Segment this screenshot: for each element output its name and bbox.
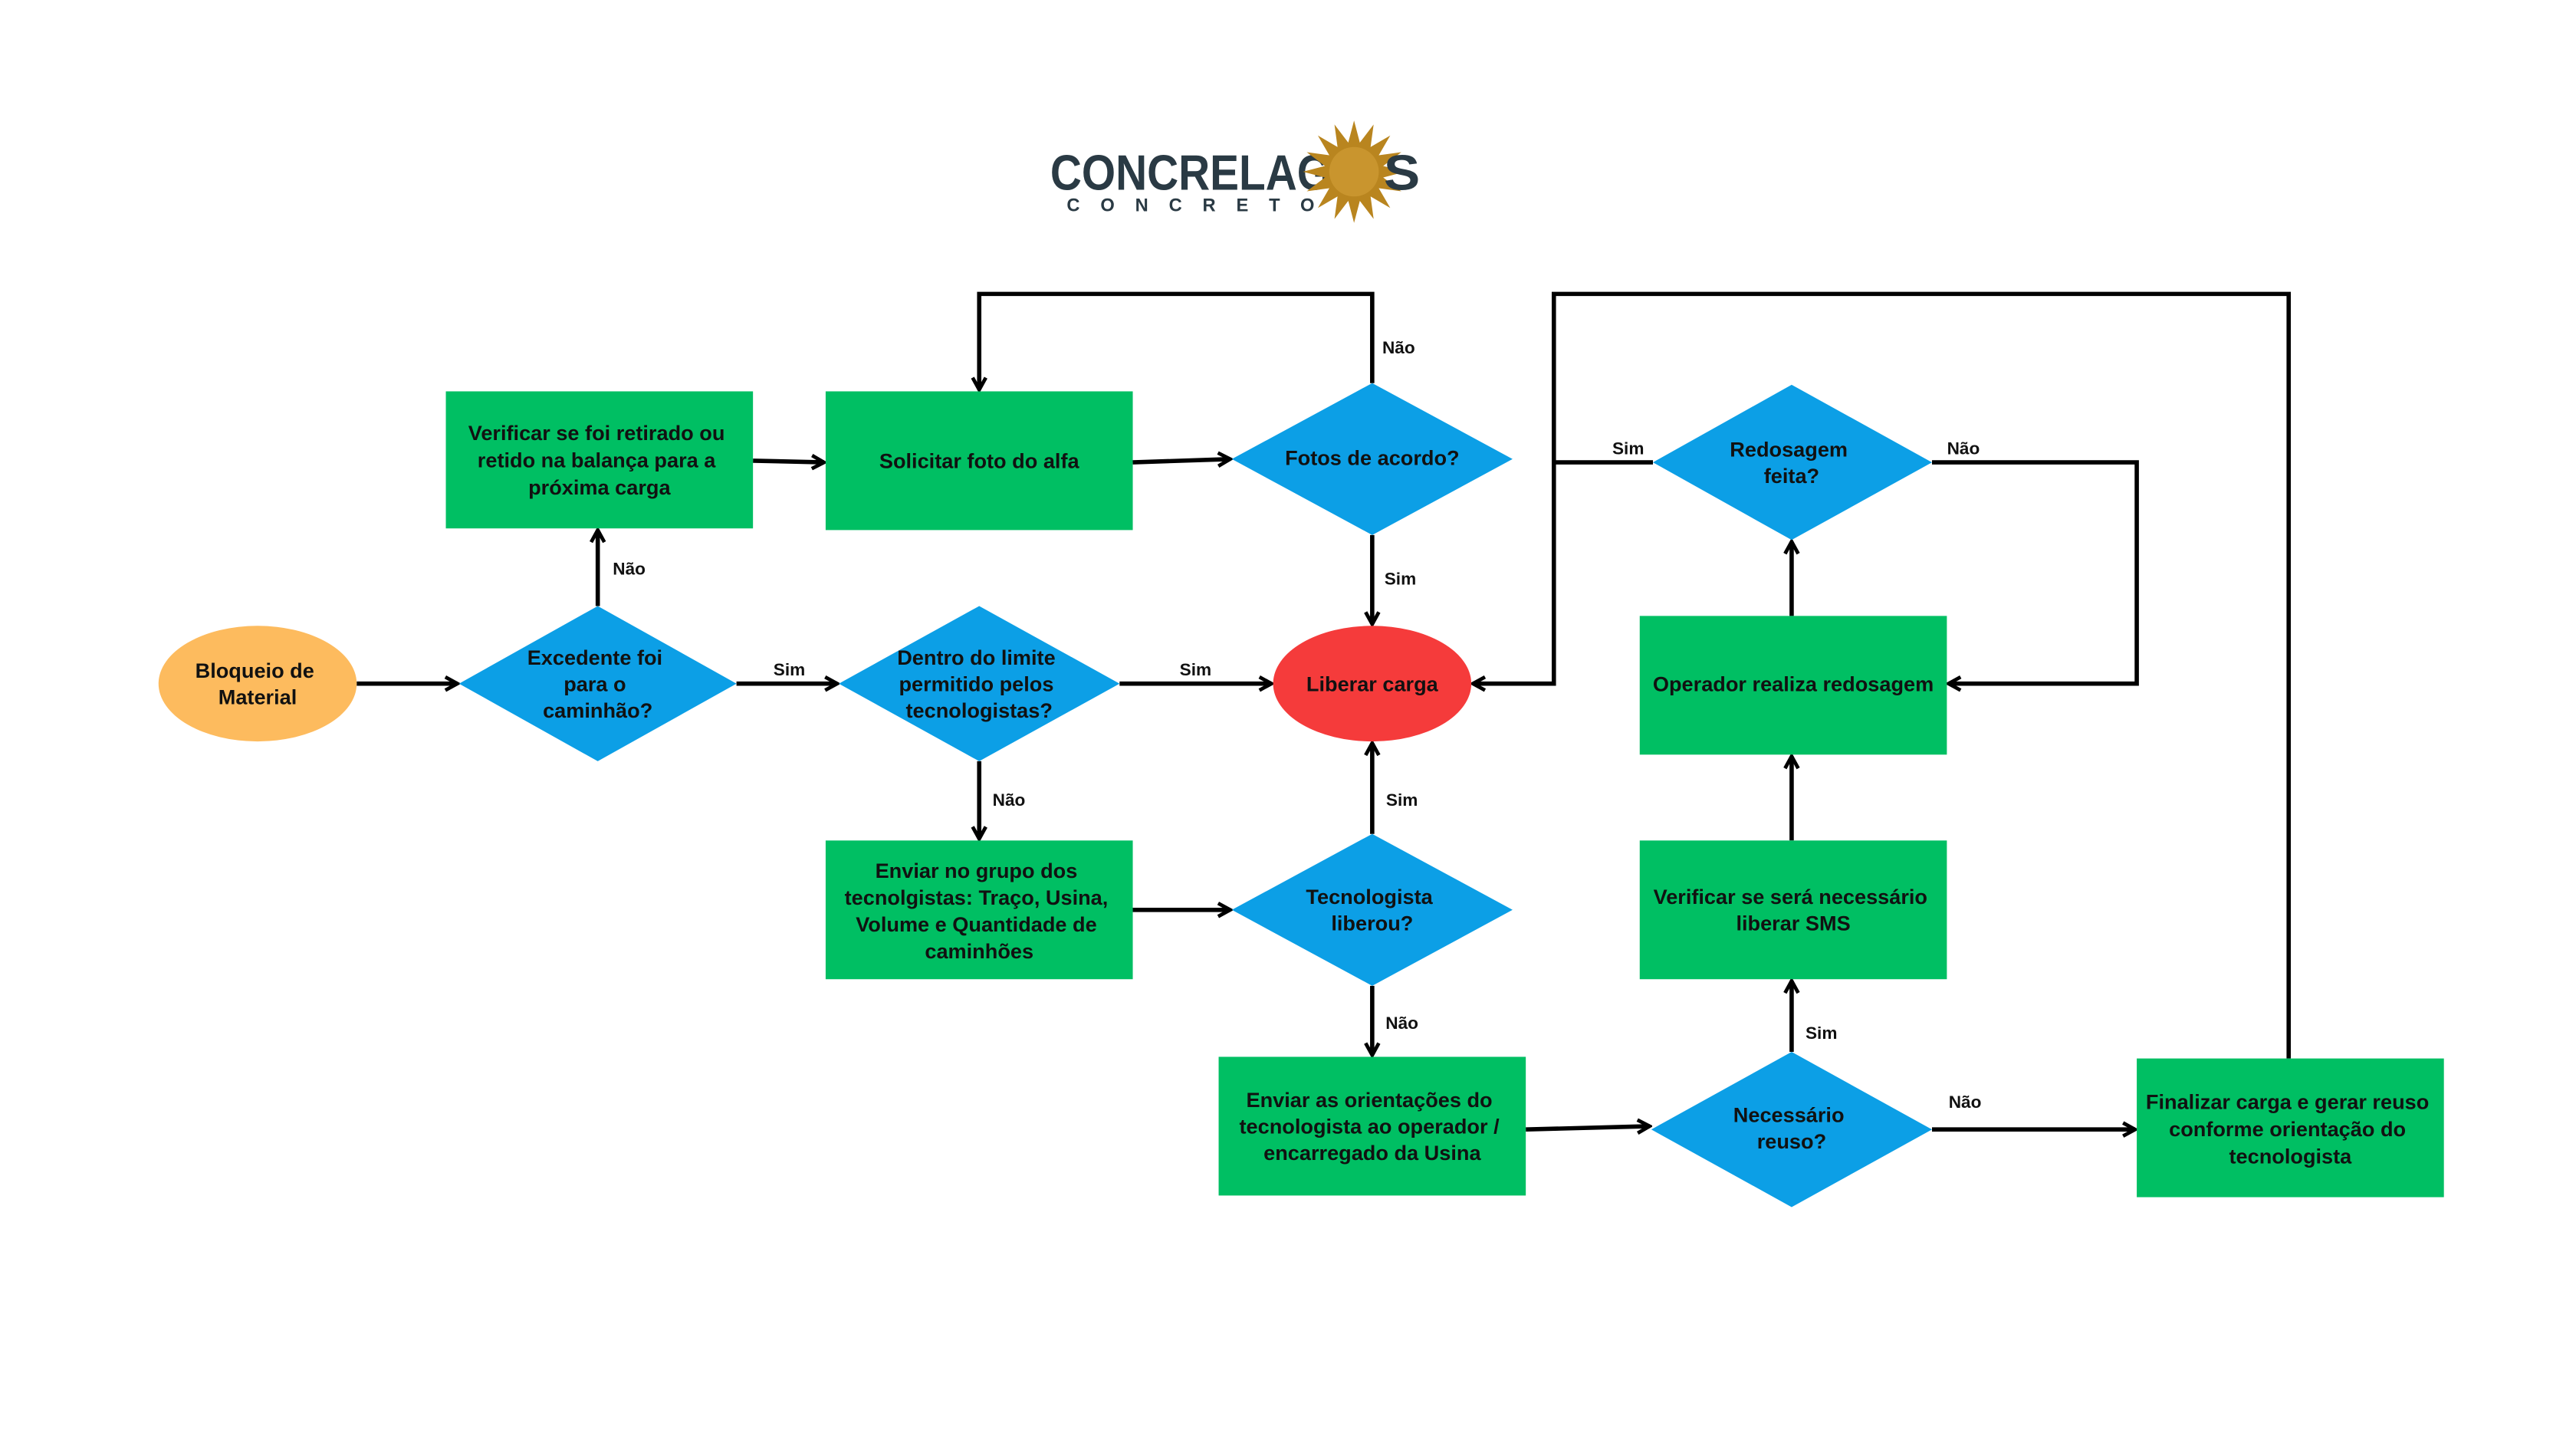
label-necessario-nao: Não (1949, 1092, 1982, 1112)
node-label: Fotos de acordo? (1285, 445, 1460, 469)
process-box (1639, 616, 1947, 755)
node-label: Bloqueio de Material (196, 659, 320, 708)
node-label: Redosagem feita? (1730, 438, 1853, 488)
decision-tecnologista-liberou: Tecnologista liberou? (1231, 833, 1513, 986)
logo-wordmark: CONCRELAG (1050, 146, 1331, 201)
process-verificar-balanca: Verificar se foi retirado ou retido na b… (445, 391, 754, 529)
process-finalizar-carga: Finalizar carga e gerar reuso conforme o… (2137, 1058, 2444, 1198)
decision-dentro-do-limite: Dentro do limite permitido pelos tecnolo… (839, 606, 1120, 761)
label-fotos-sim: Sim (1385, 569, 1416, 588)
node-label: Excedente foi para o caminhão? (527, 646, 669, 722)
node-bloqueio-de-material: Bloqueio de Material (158, 626, 357, 742)
node-label: Tecnologista liberou? (1306, 885, 1438, 935)
logo-wordmark-end: S (1384, 146, 1420, 201)
process-enviar-orientacoes: Enviar as orientações do tecnologista ao… (1218, 1056, 1526, 1196)
node-label: Liberar carga (1306, 672, 1439, 695)
process-box (445, 391, 754, 529)
node-label: Enviar no grupo dos tecnolgistas: Traço,… (845, 859, 1114, 963)
node-label: Finalizar carga e gerar reuso conforme o… (2146, 1089, 2435, 1168)
decision-fotos-de-acordo: Fotos de acordo? (1231, 383, 1513, 535)
decision-diamond (1651, 1052, 1932, 1208)
terminal-liberar-carga: Liberar carga (1273, 626, 1472, 742)
edge-fotos-nao-loop (979, 291, 1375, 389)
decision-diamond (1231, 833, 1513, 986)
label-tecnologista-sim: Sim (1386, 790, 1418, 810)
connectors (356, 291, 2292, 1129)
label-fotos-nao: Não (1382, 338, 1415, 357)
edge-redosagem-nao-to-operador (1932, 460, 2139, 684)
decision-diamond (1653, 384, 1932, 540)
node-label: Enviar as orientações do tecnologista ao… (1240, 1088, 1506, 1165)
process-enviar-grupo: Enviar no grupo dos tecnolgistas: Traço,… (825, 840, 1133, 980)
label-redosagem-sim: Sim (1612, 439, 1644, 458)
label-dentro-sim: Sim (1180, 660, 1211, 679)
label-dentro-nao: Não (993, 790, 1026, 810)
edge-solicitar-to-fotos (1132, 459, 1230, 462)
label-tecnologista-nao: Não (1385, 1014, 1418, 1033)
decision-necessario-reuso: Necessário reuso? (1651, 1052, 1932, 1208)
process-box (825, 391, 1133, 531)
process-solicitar-foto: Solicitar foto do alfa (825, 391, 1133, 531)
edge-orientacoes-to-necessario (1526, 1126, 1650, 1129)
edge-verificar-to-solicitar (753, 461, 824, 462)
label-excedente-sim: Sim (774, 660, 805, 679)
node-label: Verificar se será necessário liberar SMS (1654, 885, 1934, 935)
logo: CONCRELAG S CONCRETO (1050, 120, 1420, 223)
label-excedente-nao: Não (613, 560, 646, 579)
node-label: Operador realiza redosagem (1653, 672, 1934, 695)
process-box (825, 840, 1133, 980)
logo-sun-icon (1303, 120, 1405, 223)
process-box (1639, 840, 1947, 980)
edge-finalizar-to-liberar (1473, 291, 2292, 1059)
decision-redosagem-feita: Redosagem feita? (1653, 384, 1932, 540)
label-necessario-sim: Sim (1806, 1024, 1837, 1043)
edge-labels: Não Sim Sim Não Não Sim Sim Não Sim Não … (613, 338, 1981, 1112)
terminal-ellipse (1273, 626, 1472, 742)
node-label: Necessário reuso? (1733, 1103, 1850, 1153)
decision-excedente: Excedente foi para o caminhão? (458, 606, 737, 761)
node-label: Dentro do limite permitido pelos tecnolo… (897, 646, 1061, 722)
label-redosagem-nao: Não (1947, 439, 1980, 458)
start-ellipse (158, 626, 357, 742)
node-label: Verificar se foi retirado ou retido na b… (468, 421, 731, 499)
process-verificar-sms: Verificar se será necessário liberar SMS (1639, 840, 1947, 980)
decision-diamond (1231, 383, 1513, 535)
node-label: Solicitar foto do alfa (879, 449, 1080, 473)
process-operador-redosagem: Operador realiza redosagem (1639, 616, 1947, 755)
process-box (1218, 1056, 1526, 1196)
sun-core-icon (1329, 146, 1379, 197)
process-box (2137, 1058, 2444, 1198)
